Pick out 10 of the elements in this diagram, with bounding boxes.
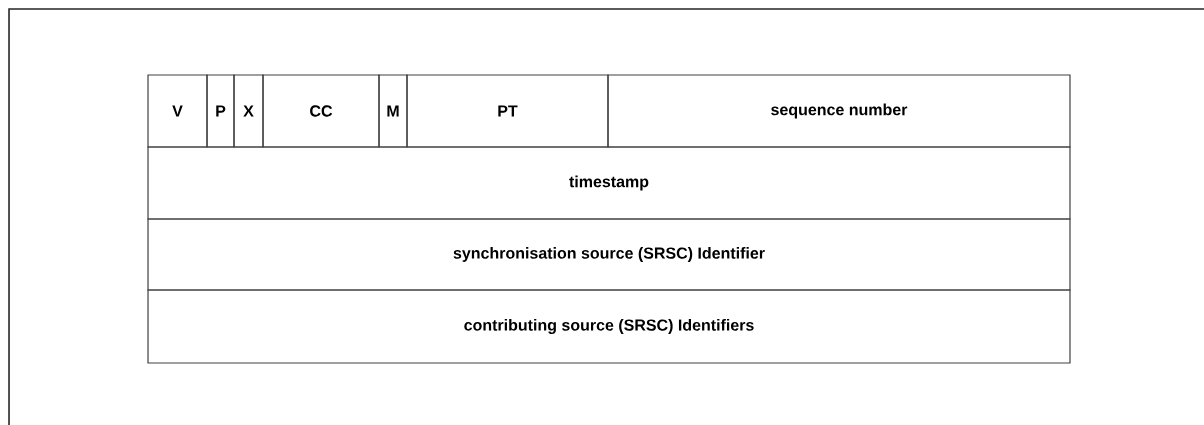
header-field: CC <box>262 74 380 148</box>
header-field: M <box>378 74 408 148</box>
header-field: P <box>206 74 235 148</box>
header-field: sequence number <box>607 74 1071 148</box>
header-field: X <box>233 74 264 148</box>
header-row: timestamp <box>147 146 1071 220</box>
header-row: contributing source (SRSC) Identifiers <box>147 289 1071 364</box>
header-row: synchronisation source (SRSC) Identifier <box>147 218 1071 291</box>
header-field: V <box>147 74 208 148</box>
header-field: PT <box>406 74 609 148</box>
